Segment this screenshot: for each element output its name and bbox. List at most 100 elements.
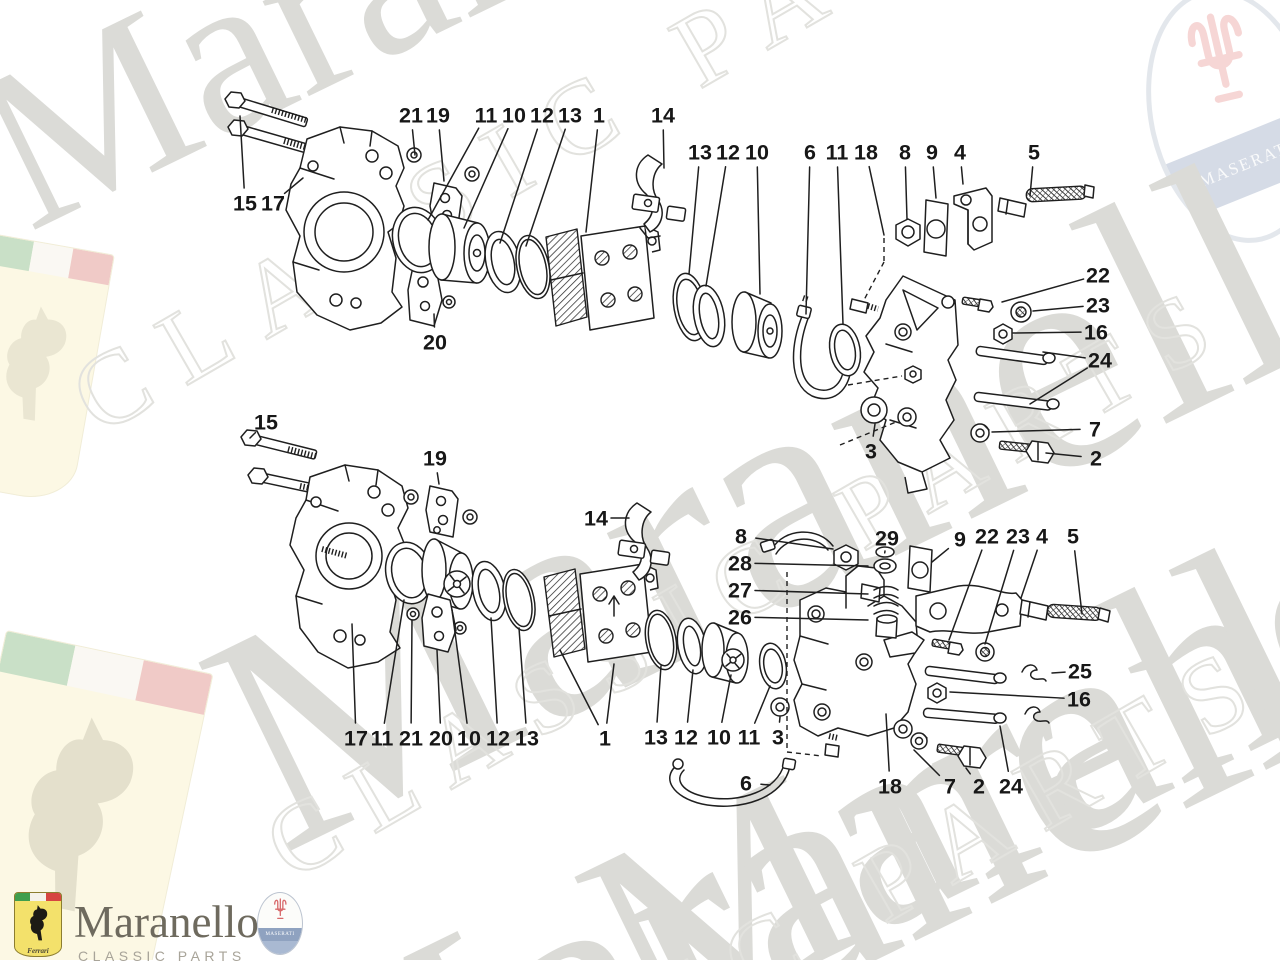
callout-13: 13: [688, 141, 712, 165]
bleed-screw-22: [962, 297, 993, 312]
hose-nut: [896, 219, 920, 246]
callout-19: 19: [423, 447, 447, 471]
callout-23: 23: [1086, 294, 1110, 318]
brand-tagline: CLASSIC PARTS: [78, 948, 246, 964]
flexible-brake-hose: [1020, 600, 1110, 622]
hex-nut-16: [928, 683, 946, 703]
callout-21: 21: [399, 727, 423, 751]
brake-piston-right: [702, 623, 748, 683]
callout-20: 20: [429, 727, 453, 751]
hose-bracket: [954, 188, 992, 250]
brake-pads: [546, 226, 660, 330]
caliper-half-left: [286, 127, 404, 330]
callout-11: 11: [371, 727, 394, 751]
spring-washer-7: [894, 720, 927, 749]
callout-14: 14: [651, 104, 675, 128]
hex-nut-16: [994, 324, 1012, 344]
retaining-ring: [498, 567, 540, 634]
callout-10: 10: [457, 727, 481, 751]
trident-icon: [268, 896, 293, 927]
footer-logo-bar: Ferrari Maranello CLASSIC PARTS MASERATI: [0, 884, 1280, 960]
callout-21: 21: [399, 104, 423, 128]
callout-1: 1: [599, 727, 611, 751]
threaded-plug: [976, 643, 994, 661]
callout-2: 2: [1090, 447, 1102, 471]
bleed-screw-22: [932, 639, 963, 655]
maserati-logo: MASERATI: [257, 892, 301, 953]
callout-4: 4: [954, 141, 966, 165]
ferrari-logo-text: Ferrari: [15, 947, 61, 955]
piston-seal-right: [826, 322, 865, 378]
brake-piston-right: [732, 292, 782, 358]
callout-22: 22: [975, 525, 999, 549]
small-piston-26: [876, 615, 897, 638]
callout-20: 20: [423, 331, 447, 355]
pad-shim-upper: [426, 486, 458, 537]
callout-14: 14: [584, 507, 608, 531]
callout-10: 10: [745, 141, 769, 165]
flexible-brake-hose: [998, 185, 1094, 217]
lock-plate: [924, 200, 948, 256]
callout-15: 15: [233, 192, 257, 216]
callout-12: 12: [716, 141, 740, 165]
callout-7: 7: [1089, 418, 1101, 442]
callout-11: 11: [738, 726, 761, 750]
callout-29: 29: [875, 527, 899, 551]
callout-17: 17: [344, 727, 368, 751]
anti-rattle-spring: [632, 155, 686, 238]
callout-27: 27: [728, 579, 752, 603]
brake-piston: [429, 214, 490, 283]
callout-26: 26: [728, 606, 752, 630]
callout-17: 17: [261, 192, 285, 216]
callout-18: 18: [878, 775, 902, 799]
piston-seal-right: [756, 641, 790, 691]
pad-shim-lower: [422, 594, 456, 652]
callout-9: 9: [926, 141, 938, 165]
callout-18: 18: [854, 141, 878, 165]
callout-2: 2: [973, 775, 985, 799]
callout-22: 22: [1086, 264, 1110, 288]
bleed-screw: [850, 238, 884, 313]
callout-12: 12: [674, 726, 698, 750]
callout-5: 5: [1028, 141, 1040, 165]
callout-10: 10: [707, 726, 731, 750]
callout-12: 12: [486, 727, 510, 751]
callout-5: 5: [1067, 525, 1079, 549]
callout-11: 11: [826, 141, 849, 165]
callout-23: 23: [1006, 525, 1030, 549]
threaded-plug: [1011, 302, 1031, 322]
callout-6: 6: [740, 772, 752, 796]
callout-19: 19: [426, 104, 450, 128]
callout-10: 10: [502, 104, 526, 128]
brand-name: Maranello: [74, 896, 259, 948]
prancing-horse-icon: [21, 903, 56, 943]
callout-13: 13: [515, 727, 539, 751]
callout-3: 3: [865, 440, 877, 464]
hose-bracket: [916, 585, 1022, 633]
callout-8: 8: [735, 525, 747, 549]
callout-13: 13: [558, 104, 582, 128]
caliper-bolt-2: [999, 441, 1054, 463]
pad-retaining-pins: [974, 346, 1059, 410]
callout-12: 12: [530, 104, 554, 128]
callout-16: 16: [1084, 321, 1108, 345]
callout-6: 6: [804, 141, 816, 165]
spring-washer-7: [971, 424, 989, 442]
lock-plate: [908, 546, 932, 592]
callout-9: 9: [954, 528, 966, 552]
callout-24: 24: [999, 775, 1023, 799]
callout-13: 13: [644, 726, 668, 750]
caliper-bolt-2: [937, 744, 986, 768]
callout-28: 28: [728, 552, 752, 576]
callout-15: 15: [254, 411, 278, 435]
callout-24: 24: [1088, 349, 1112, 373]
callout-3: 3: [772, 726, 784, 750]
callout-1: 1: [593, 104, 605, 128]
callout-8: 8: [899, 141, 911, 165]
maserati-logo-text: MASERATI: [258, 928, 302, 941]
callout-25: 25: [1068, 660, 1092, 684]
callout-11: 11: [475, 104, 498, 128]
callout-4: 4: [1036, 525, 1048, 549]
